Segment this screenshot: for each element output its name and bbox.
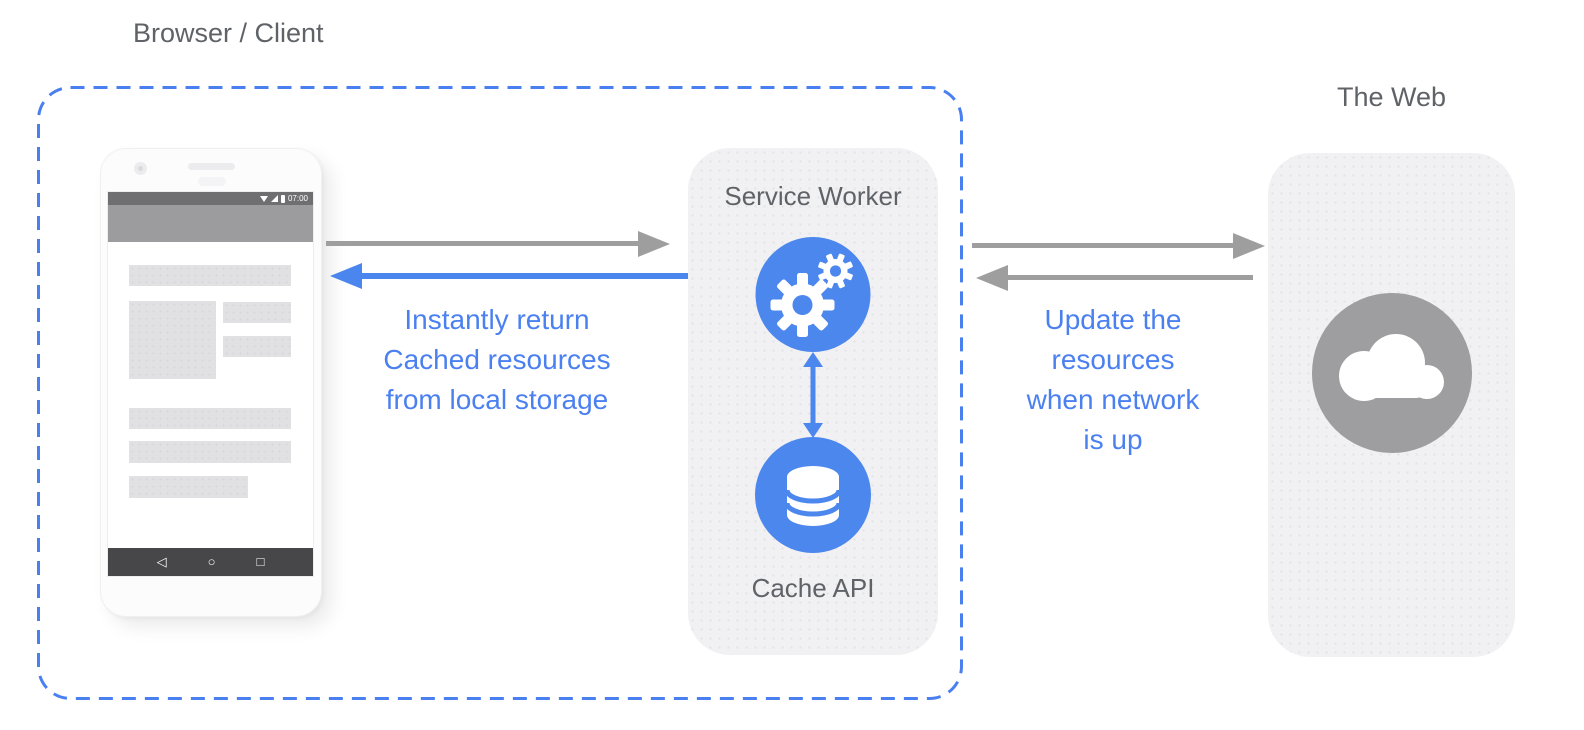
the-web-panel xyxy=(1268,153,1515,657)
request-arrow-client-to-sw xyxy=(326,241,638,246)
placeholder-image xyxy=(129,301,216,379)
caption-line: when network xyxy=(1026,384,1200,415)
placeholder-line xyxy=(223,336,291,357)
cache-api-label: Cache API xyxy=(751,573,875,603)
speaker-grill-icon xyxy=(188,163,235,170)
response-arrow-sw-to-client xyxy=(362,273,690,279)
wifi-icon xyxy=(259,195,268,202)
network-update-caption: Update the resources when network is up xyxy=(980,300,1246,460)
caption-line: Instantly return xyxy=(404,304,590,335)
service-worker-badge xyxy=(755,237,871,352)
cloud-icon xyxy=(1338,334,1444,401)
camera-icon xyxy=(134,162,147,175)
cache-api-badge xyxy=(755,437,871,553)
database-icon xyxy=(784,466,842,526)
battery-icon xyxy=(280,194,285,203)
app-header-bar xyxy=(108,205,313,242)
gears-icon xyxy=(770,253,853,337)
recents-icon: □ xyxy=(256,554,265,569)
phone-screen: 07:00 ◁ ○ □ xyxy=(107,191,314,577)
caption-line: resources xyxy=(1051,344,1175,375)
caption-line: Cached resources xyxy=(383,344,611,375)
browser-client-label: Browser / Client xyxy=(133,18,324,48)
response-arrow-web-to-sw xyxy=(1008,275,1253,280)
placeholder-line xyxy=(129,441,291,463)
nav-bar: ◁ ○ □ xyxy=(108,548,313,576)
sw-cache-bidirectional-arrow xyxy=(802,352,824,438)
placeholder-line xyxy=(129,408,291,429)
caption-line: Update the xyxy=(1044,304,1182,335)
caption-line: is up xyxy=(1083,424,1143,455)
status-bar: 07:00 xyxy=(108,192,313,205)
placeholder-line xyxy=(223,302,291,323)
placeholder-line xyxy=(129,265,291,286)
web-badge xyxy=(1311,293,1472,453)
request-arrow-sw-to-web xyxy=(972,243,1233,248)
phone-mockup: 07:00 ◁ ○ □ xyxy=(100,148,322,617)
service-worker-panel: Service Worker xyxy=(688,148,938,655)
back-icon: ◁ xyxy=(156,554,167,569)
sensor-icon xyxy=(198,177,226,186)
placeholder-line xyxy=(129,476,248,498)
cached-response-caption: Instantly return Cached resources from l… xyxy=(330,300,664,420)
the-web-label: The Web xyxy=(1336,82,1447,112)
home-icon: ○ xyxy=(207,554,216,569)
signal-icon xyxy=(270,195,278,202)
status-time: 07:00 xyxy=(287,194,308,203)
service-worker-title: Service Worker xyxy=(724,181,902,211)
caption-line: from local storage xyxy=(385,384,609,415)
